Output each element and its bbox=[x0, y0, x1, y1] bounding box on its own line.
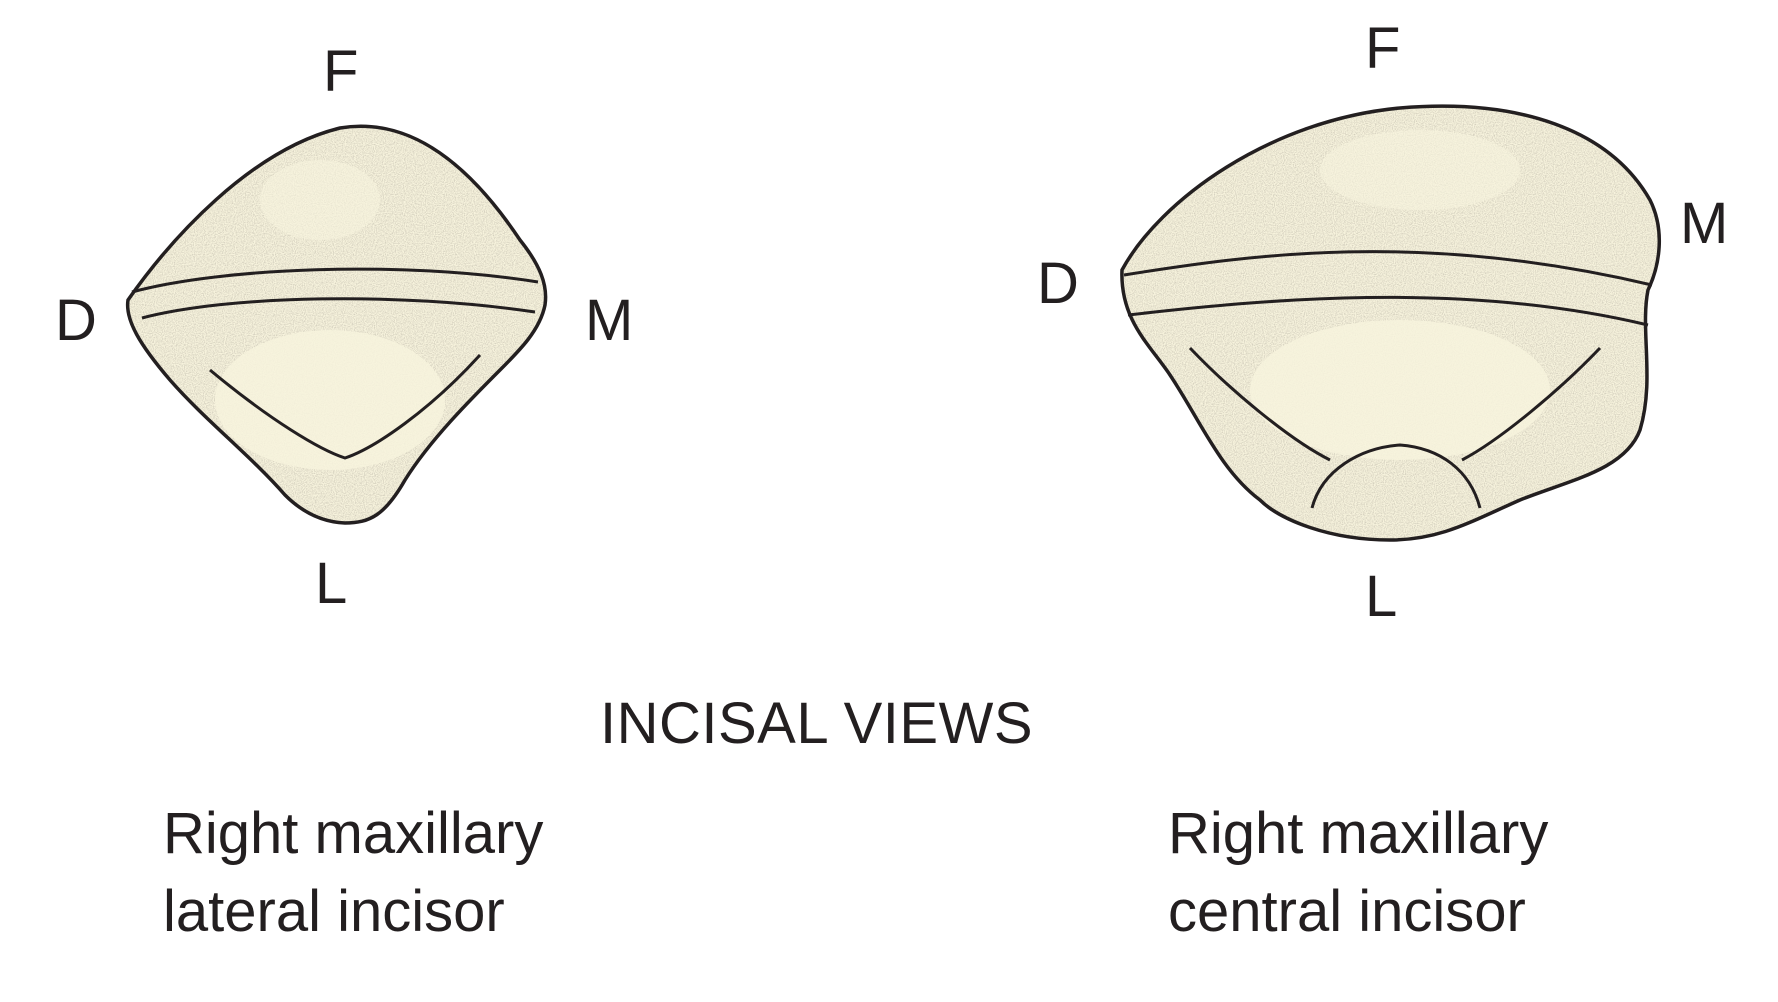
lateral-incisor-drawing bbox=[125, 124, 548, 525]
central-facial-label: F bbox=[1365, 16, 1401, 81]
central-caption-line2: central incisor bbox=[1168, 879, 1526, 944]
central-incisal-ridge-lower bbox=[1127, 295, 1649, 327]
lateral-lingual-label: L bbox=[315, 551, 348, 616]
central-mesial-marginal-ridge bbox=[1188, 346, 1331, 462]
central-distal-label: D bbox=[1037, 251, 1079, 316]
figure-heading: INCISAL VIEWS bbox=[600, 691, 1034, 756]
central-incisor-caption: Right maxillary central incisor bbox=[1168, 795, 1548, 951]
lateral-facial-label: F bbox=[323, 39, 359, 104]
lateral-incisal-ridge bbox=[131, 267, 539, 294]
central-distal-marginal-ridge bbox=[1461, 346, 1602, 462]
central-caption-line1: Right maxillary bbox=[1168, 801, 1549, 866]
lateral-caption-line1: Right maxillary bbox=[163, 801, 544, 866]
lateral-mesial-label: M bbox=[585, 288, 634, 353]
lateral-marginal-ridges bbox=[209, 353, 482, 460]
central-incisal-ridge bbox=[1123, 250, 1653, 287]
central-lingual-label: L bbox=[1365, 564, 1398, 629]
lateral-incisor-caption: Right maxillary lateral incisor bbox=[163, 795, 543, 951]
central-incisor-stipple bbox=[1121, 106, 1660, 540]
lateral-distal-label: D bbox=[55, 288, 97, 353]
lateral-caption-line2: lateral incisor bbox=[163, 879, 505, 944]
lateral-incisal-ridge-lower bbox=[141, 297, 536, 320]
central-cingulum bbox=[1310, 443, 1482, 509]
lateral-incisor-stipple bbox=[127, 126, 546, 523]
central-incisor-drawing bbox=[1120, 104, 1661, 542]
central-mesial-label: M bbox=[1680, 191, 1729, 256]
